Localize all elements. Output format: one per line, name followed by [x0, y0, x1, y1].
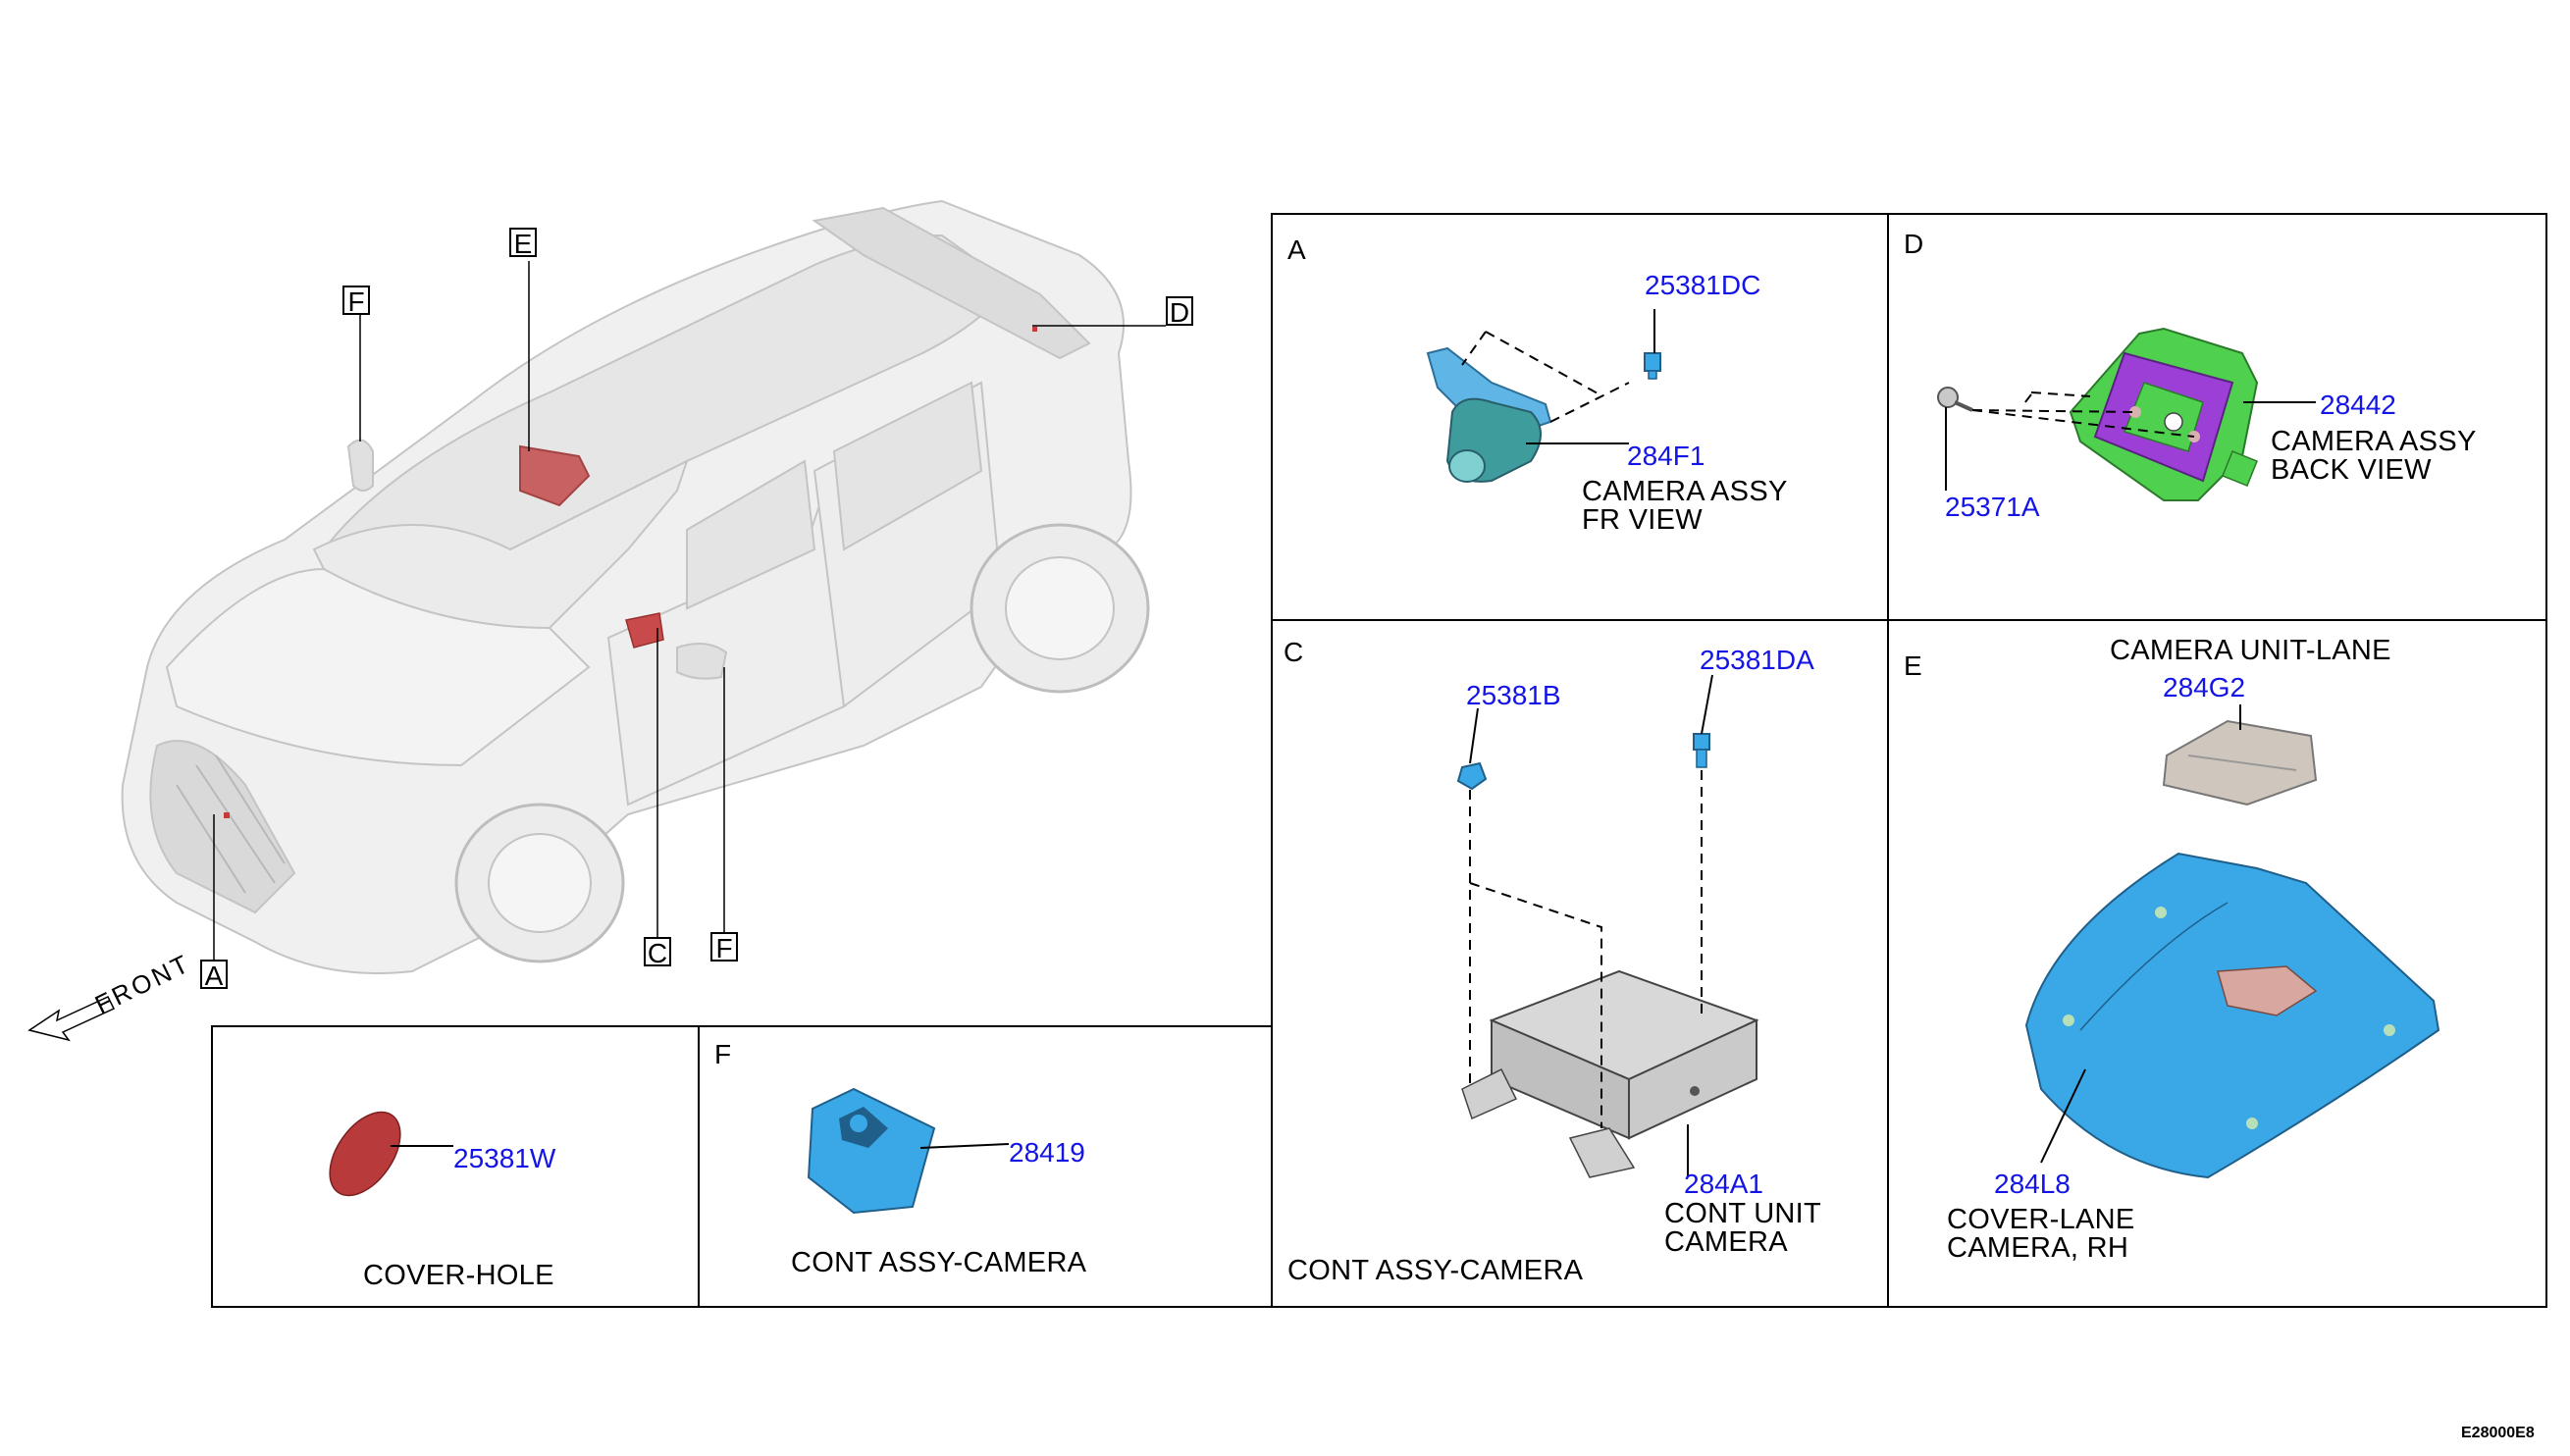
front-camera-assy-illustration	[1426, 346, 1552, 483]
callout-leaders	[213, 261, 1166, 960]
part-number-25381W[interactable]: 25381W	[453, 1143, 556, 1173]
callout-c: C	[644, 937, 671, 967]
panel-e-letter: E	[1904, 650, 1922, 681]
nut-25381B-illustration	[1456, 761, 1488, 791]
control-unit-camera-illustration	[1461, 969, 1759, 1178]
panel-d-caption-1: CAMERA ASSY	[2271, 426, 2477, 457]
part-number-25381DA[interactable]: 25381DA	[1700, 645, 1814, 675]
lane-camera-cover-illustration	[2024, 852, 2440, 1179]
panel-a-leaders	[1461, 309, 1655, 444]
panel-f-caption: CONT ASSY-CAMERA	[791, 1247, 1087, 1278]
panel-c-unit-caption-1: CONT UNIT	[1664, 1198, 1822, 1229]
cont-assy-camera-f-leader	[919, 1143, 1010, 1149]
panel-c-letter: C	[1284, 637, 1304, 667]
part-number-25381DC[interactable]: 25381DC	[1645, 270, 1761, 300]
panel-c-caption: CONT ASSY-CAMERA	[1287, 1255, 1584, 1286]
panel-d-letter: D	[1904, 229, 1924, 259]
part-number-284F1[interactable]: 284F1	[1627, 441, 1705, 471]
bolt-25381DC-illustration	[1644, 352, 1661, 380]
callout-d: D	[1166, 296, 1193, 327]
part-number-28442[interactable]: 28442	[2320, 390, 2396, 420]
callout-f-mirror: F	[342, 286, 370, 316]
panel-d-leaders	[1945, 391, 2316, 491]
part-number-284A1[interactable]: 284A1	[1684, 1169, 1763, 1199]
part-number-284L8[interactable]: 284L8	[1994, 1169, 2071, 1199]
panel-e-leaders	[2040, 704, 2241, 1164]
panel-e-title: CAMERA UNIT-LANE	[2110, 635, 2391, 666]
callout-e: E	[509, 228, 537, 258]
panel-a-letter: A	[1287, 234, 1306, 265]
part-number-25381B[interactable]: 25381B	[1466, 680, 1561, 710]
rear-camera-highlight	[1032, 327, 1037, 332]
callout-f-door: F	[710, 932, 738, 962]
lane-camera-unit-illustration	[2162, 719, 2318, 806]
part-number-284G2[interactable]: 284G2	[2163, 672, 2246, 702]
front-camera-highlight	[224, 812, 230, 818]
panel-f-letter: F	[714, 1039, 732, 1069]
lane-camera-cover-highlight	[519, 444, 591, 507]
cont-assy-camera-f-illustration	[807, 1087, 936, 1215]
bolt-25381DA-illustration	[1693, 733, 1710, 768]
side-camera-unit-highlight	[625, 612, 664, 649]
panel-frames	[211, 213, 2547, 1308]
diagram-code: E28000E8	[2461, 1425, 2535, 1441]
panel-c-unit-caption-2: CAMERA	[1664, 1226, 1788, 1258]
callout-a: A	[200, 960, 228, 990]
panel-d-caption-2: BACK VIEW	[2271, 454, 2432, 486]
panel-a-caption-2: FR VIEW	[1582, 504, 1703, 536]
panel-e-caption-1: COVER-LANE	[1947, 1204, 2135, 1235]
vehicle-illustration	[121, 199, 1150, 974]
panel-e-caption-2: CAMERA, RH	[1947, 1232, 2129, 1264]
back-camera-assy-illustration	[2069, 327, 2259, 501]
cover-hole-caption: COVER-HOLE	[363, 1260, 554, 1291]
screw-25371A-illustration	[1937, 387, 1973, 412]
panel-a-caption-1: CAMERA ASSY	[1582, 476, 1788, 507]
part-number-25371A[interactable]: 25371A	[1945, 492, 2040, 522]
cover-hole-illustration	[329, 1111, 401, 1197]
part-number-28419[interactable]: 28419	[1009, 1137, 1085, 1168]
front-arrow-icon	[27, 996, 116, 1042]
panel-c-leaders	[1469, 674, 1713, 1177]
